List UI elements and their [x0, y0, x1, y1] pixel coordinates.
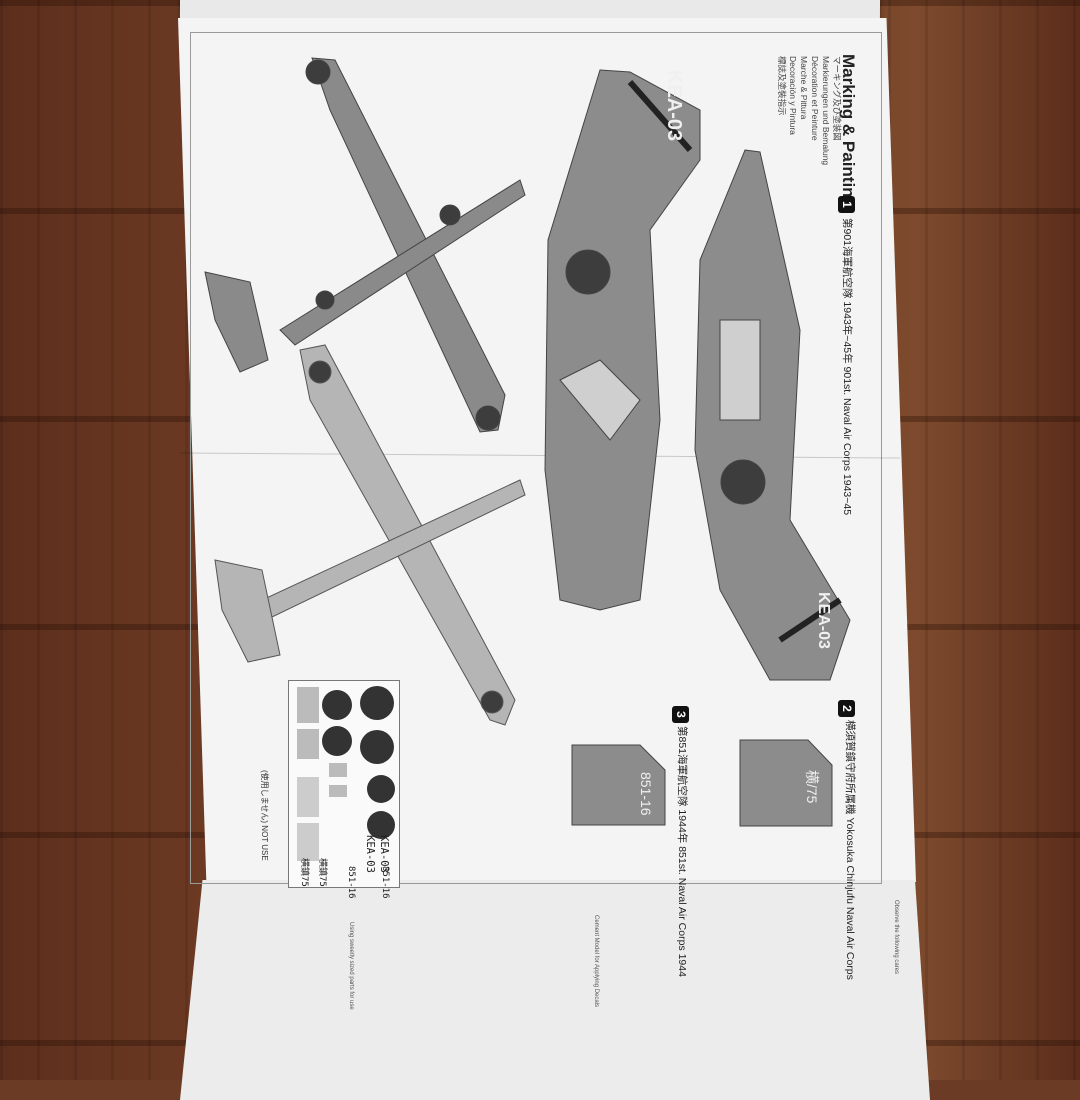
subtitle-line: Markierungen und Bemalung [821, 56, 831, 166]
decal-code: KEA-03 [364, 835, 376, 873]
not-use-label: (使用しません) NOT USE [260, 770, 269, 861]
scheme-3-badge: 3 [672, 706, 689, 723]
decal-kanji: 横鎮75 [299, 858, 309, 887]
scheme-2-label: 横須賀鎮守府所属機 Yokosuka Chinjufu Naval Air Co… [844, 720, 856, 980]
painting-guide-frame [190, 32, 882, 884]
instruction-sheet-lower-panel [180, 880, 930, 1100]
lower-heading: Cement Model for Applying Decals [593, 915, 599, 1008]
subtitle-line: Decoración y Pintura [788, 56, 798, 135]
subtitle-line: マーキング及び塗装図 [832, 56, 842, 141]
subtitle-line: Marche & Pittura [799, 56, 809, 120]
subtitle-line: 標誌及塗裝指示 [777, 56, 787, 116]
tail-fin-views [571, 739, 833, 827]
plane-side-view-1 [544, 69, 701, 611]
scheme-2-badge: 2 [838, 700, 855, 717]
subtitle-line: Décoration et Peinture [810, 56, 820, 141]
decal-kanji: 横鎮75 [317, 858, 327, 887]
fin-code-scheme-3: 851-16 [638, 772, 654, 816]
decal-code: 851-16 [380, 866, 390, 899]
tail-code-scheme-2: KEA-03 [815, 592, 832, 649]
lower-heading: Observe the following cares [893, 900, 899, 975]
plane-top-view-1 [204, 57, 526, 433]
plane-side-view-2 [694, 149, 851, 681]
scheme-1-badge: 1 [838, 196, 855, 213]
tail-code-scheme-1: KEA-03 [663, 70, 685, 142]
plane-top-view-2 [214, 344, 526, 726]
decal-sheet [288, 680, 400, 888]
scheme-1-label: 第901海軍航空隊 1943年~45年 901st. Naval Air Cor… [841, 218, 853, 516]
decal-code: 851-16 [346, 866, 356, 899]
decal-roundels [297, 686, 395, 861]
fin-code-scheme-2: 横/75 [804, 770, 820, 804]
lower-heading: Using sweetly sized parts for use [348, 922, 354, 1010]
scheme-3-label: 第851海軍航空隊 1944年 851st. Naval Air Corps 1… [676, 726, 688, 977]
